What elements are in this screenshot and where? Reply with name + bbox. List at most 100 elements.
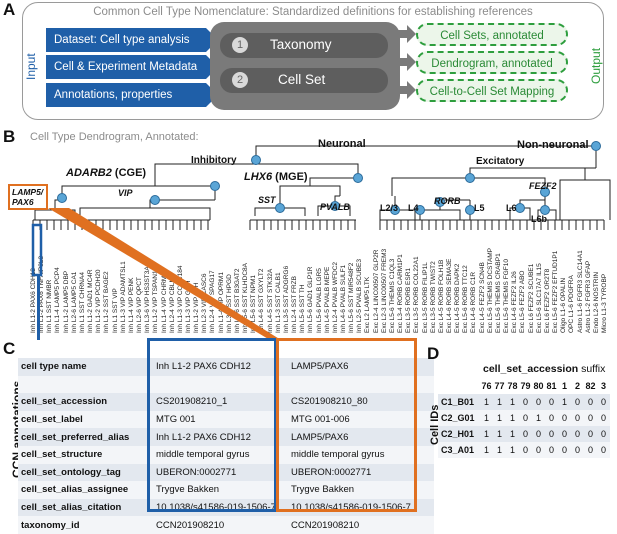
- label-sst: SST: [258, 195, 276, 205]
- ccn-value-a: CCN201908210: [153, 516, 288, 534]
- adarb2-tag: (CGE): [111, 167, 147, 179]
- ccn-value-b: middle temporal gyrus: [288, 445, 434, 464]
- matrix-value: 0: [574, 445, 580, 455]
- node-excitatory: [465, 173, 475, 183]
- callout-connectors: [31, 208, 281, 340]
- ccn-value-b: [288, 375, 434, 394]
- label-inhibitory: Inhibitory: [191, 155, 237, 166]
- label-l23: L2/3: [380, 203, 399, 213]
- label-rorb: RORB: [434, 196, 461, 206]
- matrix-value: 0: [600, 397, 606, 407]
- matrix-column-header: 79: [520, 381, 531, 391]
- panel-d-title-main: cell_set_accession: [483, 363, 579, 375]
- ccn-key-cell: cell_set_accession: [18, 393, 153, 411]
- matrix-value: 1: [561, 397, 567, 407]
- node-non-neuronal: [591, 141, 601, 151]
- label-l6b: L6b: [531, 214, 548, 224]
- ccn-key-cell: cell_set_preferred_alias: [18, 428, 153, 446]
- orange-column-frame: [276, 338, 417, 512]
- node-l4: [415, 205, 425, 215]
- matrix-value: 1: [483, 429, 489, 439]
- node-pvalb: [330, 201, 340, 211]
- matrix-column-header: 1: [561, 381, 567, 391]
- lhx6-tag: (MGE): [272, 171, 308, 183]
- cell-id: C3_A01: [441, 445, 475, 455]
- matrix-column-header: 78: [507, 381, 518, 391]
- arrow-to-dendrogram: [395, 53, 416, 71]
- panel-d-title: cell_set_accession suffix: [483, 363, 605, 375]
- matrix-value: 1: [496, 413, 502, 423]
- ccn-row: [18, 375, 434, 394]
- lamp5-callout: LAMP5/ PAX6: [8, 184, 48, 210]
- blue-leaf-box: [31, 223, 43, 277]
- panel-a-letter: A: [3, 0, 16, 19]
- matrix-value: 1: [509, 429, 515, 439]
- matrix-value: 1: [509, 445, 515, 455]
- ccn-value-b: Trygve Bakken: [288, 481, 434, 499]
- matrix-value: 0: [574, 397, 580, 407]
- matrix-value: 0: [600, 413, 606, 423]
- matrix-column-header: 77: [494, 381, 505, 391]
- matrix-column-header: 2: [574, 381, 580, 391]
- input-arrow-annotations: Annotations, properties: [46, 83, 218, 107]
- matrix-value: 0: [522, 429, 528, 439]
- ccn-value-a: CS201908210_1: [153, 393, 288, 411]
- matrix-column-header: 76: [481, 381, 492, 391]
- label-pvalb: PVALB: [320, 202, 350, 212]
- panel-d-title-suffix: suffix: [578, 363, 606, 375]
- node-fezf2: [540, 187, 550, 197]
- cell-id: C1_B01: [441, 397, 475, 407]
- cellset-step: [220, 68, 388, 93]
- label-adarb2: ADARB2 (CGE): [66, 167, 146, 179]
- matrix-value: 0: [587, 413, 593, 423]
- step-2-badge: 2: [232, 72, 248, 88]
- ccn-key-cell: cell type name: [18, 358, 153, 376]
- label-vip: VIP: [118, 188, 133, 198]
- ccn-value-b: CS201908210_80: [288, 393, 434, 411]
- matrix-value: 0: [561, 445, 567, 455]
- matrix-column-header: 3: [600, 381, 606, 391]
- ccn-value-a: Inh L1-2 PAX6 CDH12: [153, 358, 288, 376]
- matrix-value: 0: [587, 445, 593, 455]
- orange-connector: [48, 208, 281, 340]
- input-arrow-dataset: Dataset: Cell type analysis: [46, 28, 218, 52]
- label-lhx6: LHX6 (MGE): [244, 171, 308, 183]
- matrix-value: 1: [509, 413, 515, 423]
- matrix-column-header: 82: [585, 381, 596, 391]
- matrix-value: 1: [496, 429, 502, 439]
- label-l6: L6: [506, 203, 517, 213]
- node-inhibitory: [251, 155, 261, 165]
- matrix-value: 1: [483, 413, 489, 423]
- label-fezf2: FEZF2: [529, 181, 557, 191]
- node-lhx6: [353, 173, 363, 183]
- node-vip: [150, 195, 160, 205]
- matrix-value: 1: [496, 397, 502, 407]
- ccn-value-a: middle temporal gyrus: [153, 445, 288, 464]
- matrix-value: 1: [483, 445, 489, 455]
- output-dendrogram: Dendrogram, annotated: [416, 51, 568, 74]
- adarb2-gene: ADARB2: [66, 167, 112, 179]
- panel-b-title: Cell Type Dendrogram, Annotated:: [30, 131, 199, 143]
- ccn-value-b: LAMP5/PAX6: [288, 428, 434, 446]
- ccn-value-b: CCN201908210: [288, 516, 434, 534]
- panel-c-letter: C: [3, 339, 16, 358]
- ccn-key-cell: cell_set_structure: [18, 445, 153, 464]
- ccn-value-a: [153, 375, 288, 394]
- panel-d-letter: D: [427, 344, 440, 363]
- label-neuronal: Neuronal: [318, 138, 366, 150]
- node-sst: [275, 203, 285, 213]
- matrix-value: 0: [587, 397, 593, 407]
- matrix-value: 0: [561, 413, 567, 423]
- ccn-key-cell: cell_set_label: [18, 410, 153, 429]
- ccn-value-b: MTG 001-006: [288, 410, 434, 429]
- matrix-value: 0: [600, 429, 606, 439]
- matrix-value: 1: [509, 397, 515, 407]
- taxonomy-label: Taxonomy: [270, 37, 332, 52]
